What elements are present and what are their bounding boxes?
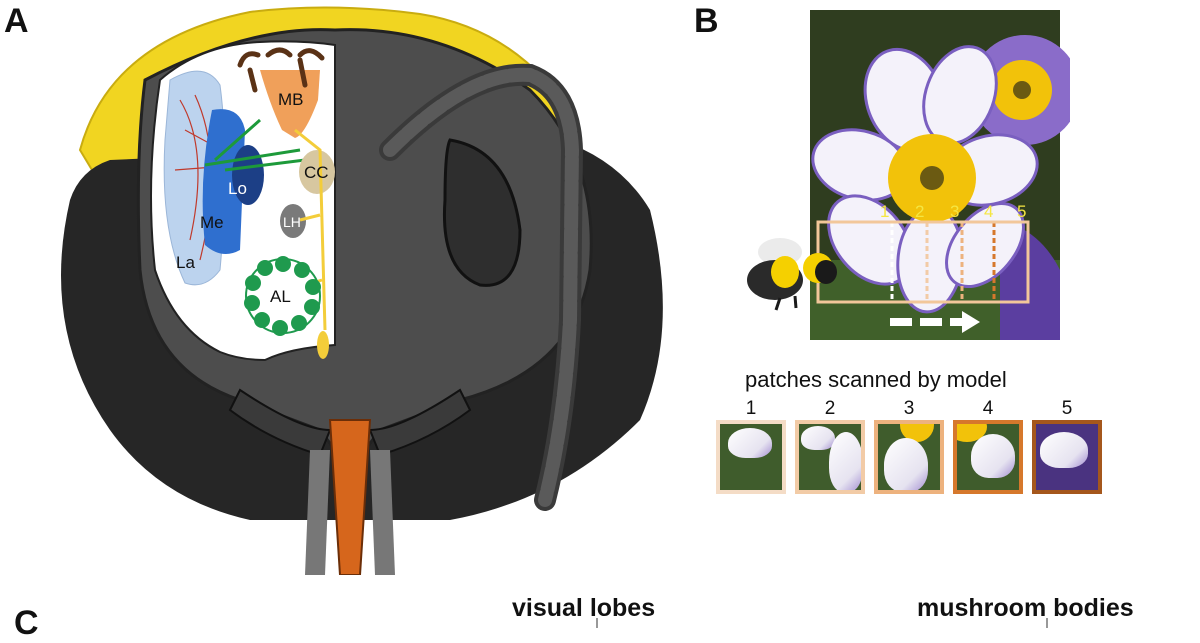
central-complex-region (299, 150, 335, 194)
patch-number-5: 5 (1061, 398, 1073, 419)
patch-5 (1032, 420, 1102, 494)
patch-2 (795, 420, 865, 494)
lateral-horn-region (280, 204, 306, 238)
panel-label-b: B (694, 2, 719, 40)
patch-number-1: 1 (745, 398, 757, 419)
label-lo: Lo (228, 179, 247, 198)
scan-direction-arrow (890, 311, 980, 333)
heading-mushroom-bodies: mushroom bodies (917, 594, 1134, 622)
patch-number-4: 4 (982, 398, 994, 419)
patch-number-2: 2 (824, 398, 836, 419)
label-la: La (176, 253, 195, 272)
patch-3 (874, 420, 944, 494)
patch-1 (716, 420, 786, 494)
patches-caption: patches scanned by model (745, 367, 1007, 392)
label-lh: LH (283, 214, 301, 230)
scan-number-2: 2 (915, 202, 924, 221)
patch-4 (953, 420, 1023, 494)
label-al: AL (270, 287, 291, 306)
label-me: Me (200, 213, 224, 232)
label-mb: MB (278, 90, 304, 109)
scan-number-1: 1 (880, 202, 889, 221)
panel-label-c: C (14, 604, 39, 642)
scan-number-5: 5 (1017, 202, 1026, 221)
compound-eye (442, 138, 522, 287)
flower-photo: 1 2 3 4 5 (747, 10, 1070, 340)
axis-tick-left (596, 618, 598, 628)
bee-icon (747, 238, 837, 311)
heading-visual-lobes: visual lobes (512, 594, 656, 622)
proboscis (328, 419, 372, 575)
panel-label-a: A (4, 2, 29, 40)
scan-numbers: 1 2 3 4 5 (880, 202, 1026, 221)
label-cc: CC (304, 163, 329, 182)
patch-number-3: 3 (903, 398, 915, 419)
medulla-region (202, 109, 245, 255)
scan-number-3: 3 (950, 202, 959, 221)
bee-head-illustration: MB CC Lo Me LH La AL (61, 6, 663, 575)
axis-tick-right (1046, 618, 1048, 628)
antennal-lobe-region (244, 256, 321, 336)
scan-number-4: 4 (984, 202, 993, 221)
purple-flower (970, 35, 1070, 340)
